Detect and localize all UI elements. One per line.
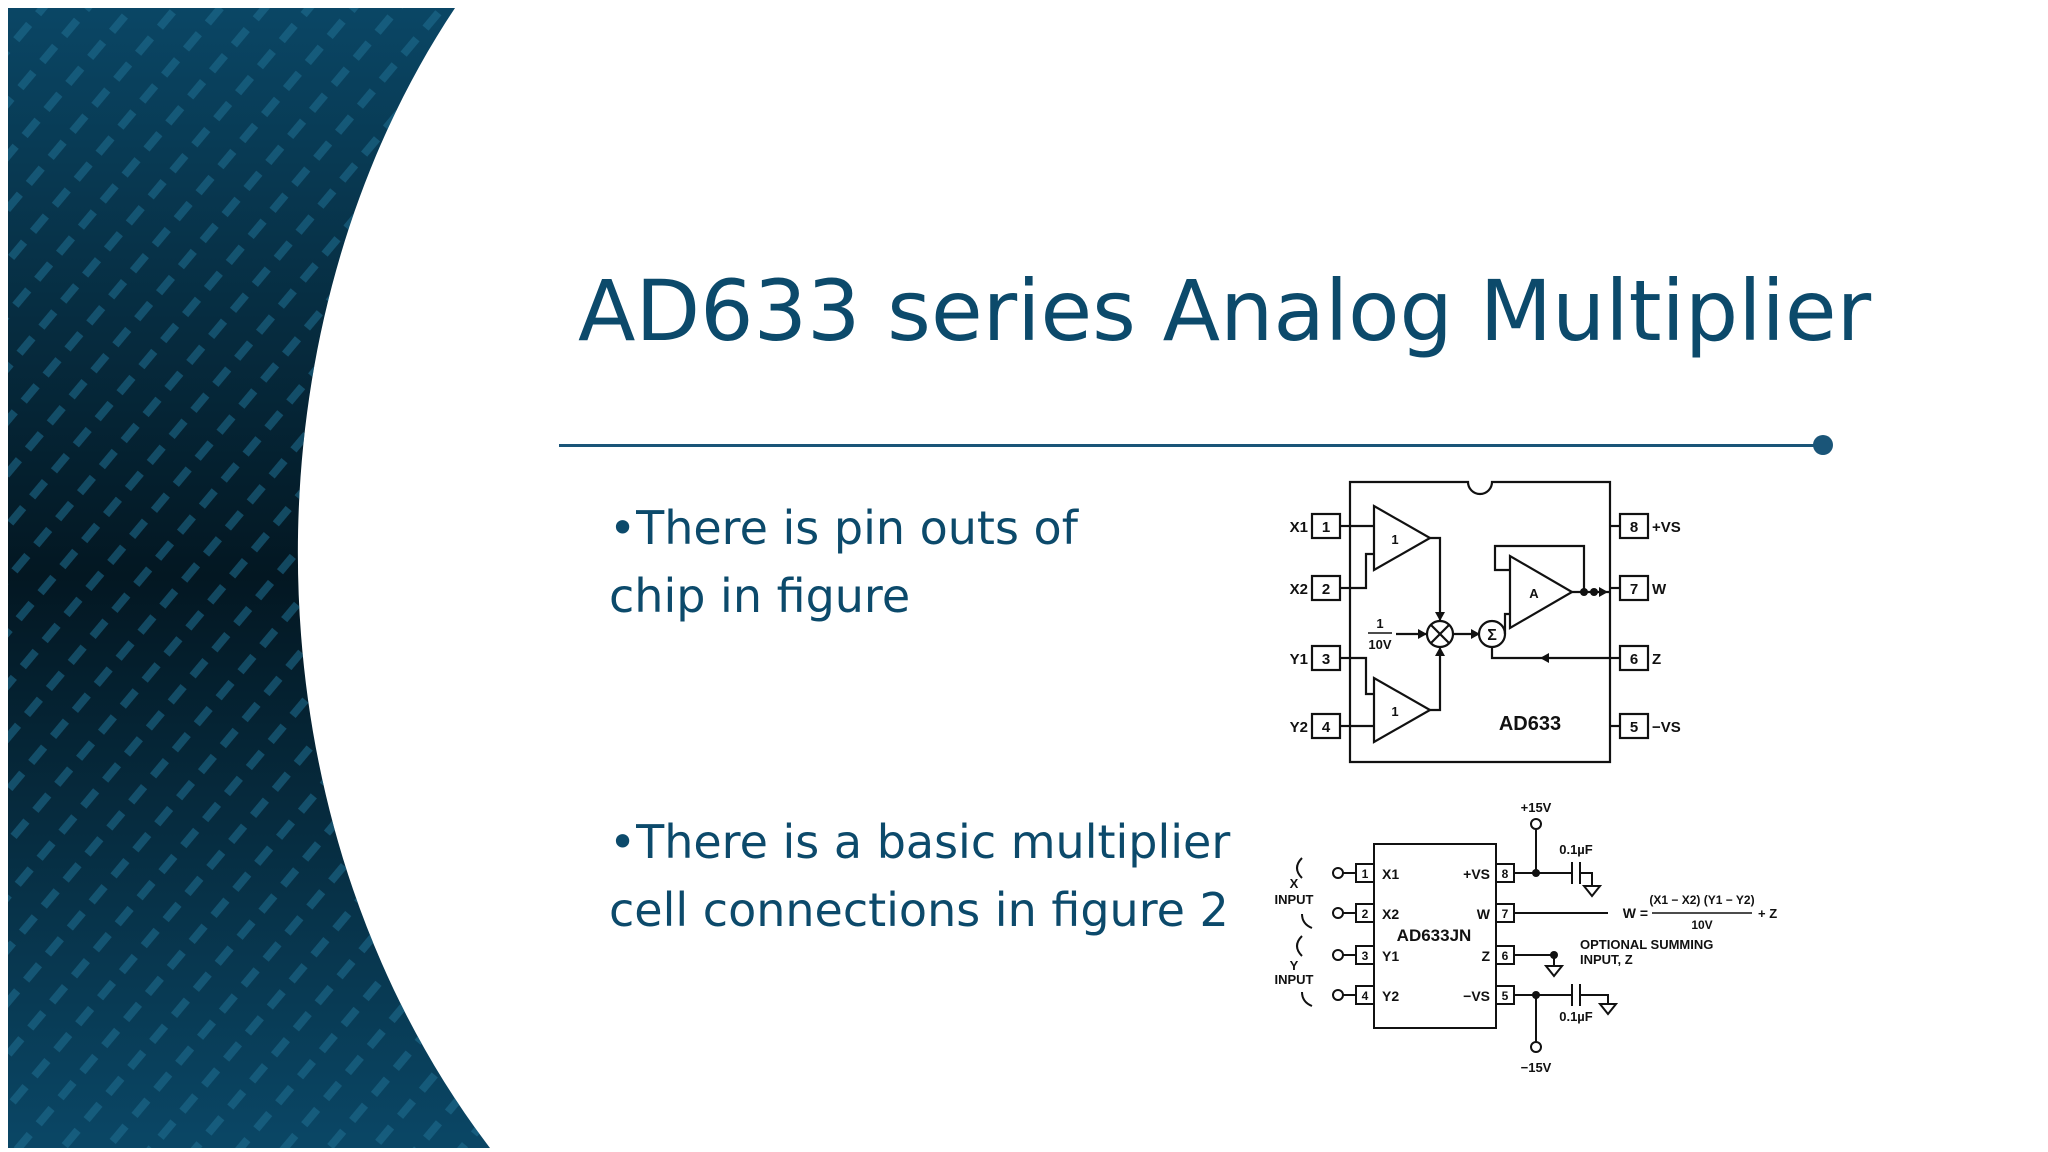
formula-tail: + Z: [1758, 906, 1777, 921]
summing-label-line1: OPTIONAL SUMMING: [1580, 937, 1713, 952]
pin-number: 2: [1362, 907, 1369, 921]
pin-number: 3: [1362, 949, 1369, 963]
y-input-word: INPUT: [1275, 972, 1314, 987]
scale-numerator: 1: [1376, 616, 1383, 631]
pin-name: Z: [1481, 948, 1490, 964]
pin-name: +VS: [1652, 519, 1681, 536]
pin-name: W: [1652, 581, 1667, 598]
pin-number: 8: [1502, 867, 1509, 881]
pin-number: 4: [1322, 719, 1331, 736]
amp-gain-label: 1: [1391, 704, 1398, 719]
pin-number: 5: [1502, 989, 1509, 1003]
pin-number: 4: [1362, 989, 1369, 1003]
pin-name: −VS: [1652, 719, 1681, 736]
pin-number: 8: [1630, 519, 1638, 536]
pin-number: 1: [1362, 867, 1369, 881]
bullet-pinouts: •There is pin outs of chip in figure: [609, 494, 1169, 630]
formula-numerator: (X1 − X2) (Y1 − Y2): [1649, 893, 1754, 907]
pin-name: X1: [1290, 519, 1308, 536]
pinout-diagram: 1 2 3 4 8 7 6 5 X1 X2 Y1 Y2 +VS W Z −VS …: [1290, 480, 1681, 764]
slide-title: AD633 series Analog Multiplier: [578, 262, 1872, 360]
scale-denominator: 10V: [1368, 637, 1391, 652]
bullet-line: chip in figure: [609, 569, 911, 623]
pin-name: Y2: [1382, 988, 1399, 1004]
pin-name: Y1: [1290, 651, 1308, 668]
pin-number: 6: [1502, 949, 1509, 963]
pin-name: X2: [1382, 906, 1399, 922]
y-input-label: Y: [1290, 958, 1299, 973]
pin-name: −VS: [1463, 988, 1490, 1004]
output-amp-label: A: [1529, 586, 1539, 601]
chip-label: AD633JN: [1397, 926, 1472, 945]
summing-label-line2: INPUT, Z: [1580, 952, 1633, 967]
pin-number: 7: [1630, 581, 1638, 598]
bullet-line: cell connections in figure 2: [609, 883, 1229, 937]
sum-symbol: Σ: [1487, 627, 1497, 644]
pin-name: X1: [1382, 866, 1399, 882]
x-input-word: INPUT: [1275, 892, 1314, 907]
bullet-line: •There is a basic multiplier: [609, 815, 1231, 869]
bullet-connections: •There is a basic multiplier cell connec…: [609, 808, 1259, 944]
bullet-line: •There is pin outs of: [609, 501, 1078, 555]
x-input-label: X: [1290, 876, 1299, 891]
pin-number: 2: [1322, 581, 1330, 598]
pin-name: +VS: [1463, 866, 1490, 882]
pin-number: 7: [1502, 907, 1509, 921]
plus-supply-label: +15V: [1521, 800, 1552, 815]
pin-name: Y2: [1290, 719, 1308, 736]
connection-diagram: 1 2 3 4 8 7 6 5 X1 X2 Y1 Y2 +VS W Z −VS …: [1275, 800, 1778, 1075]
divider-end-dot: [1813, 435, 1833, 455]
formula-denominator: 10V: [1691, 918, 1712, 932]
pin-name: Z: [1652, 651, 1661, 668]
pin-name: X2: [1290, 581, 1308, 598]
pin-number: 5: [1630, 719, 1638, 736]
minus-supply-label: −15V: [1521, 1060, 1552, 1075]
formula-lhs: W =: [1623, 905, 1648, 921]
pin-name: W: [1477, 906, 1491, 922]
chip-label: AD633: [1499, 713, 1561, 735]
pin-number: 6: [1630, 651, 1638, 668]
pin-number: 3: [1322, 651, 1330, 668]
cap-label-bottom: 0.1µF: [1559, 1009, 1593, 1024]
amp-gain-label: 1: [1391, 532, 1398, 547]
pin-name: Y1: [1382, 948, 1399, 964]
cap-label-top: 0.1µF: [1559, 842, 1593, 857]
title-divider: [559, 444, 1824, 447]
pin-number: 1: [1322, 519, 1330, 536]
